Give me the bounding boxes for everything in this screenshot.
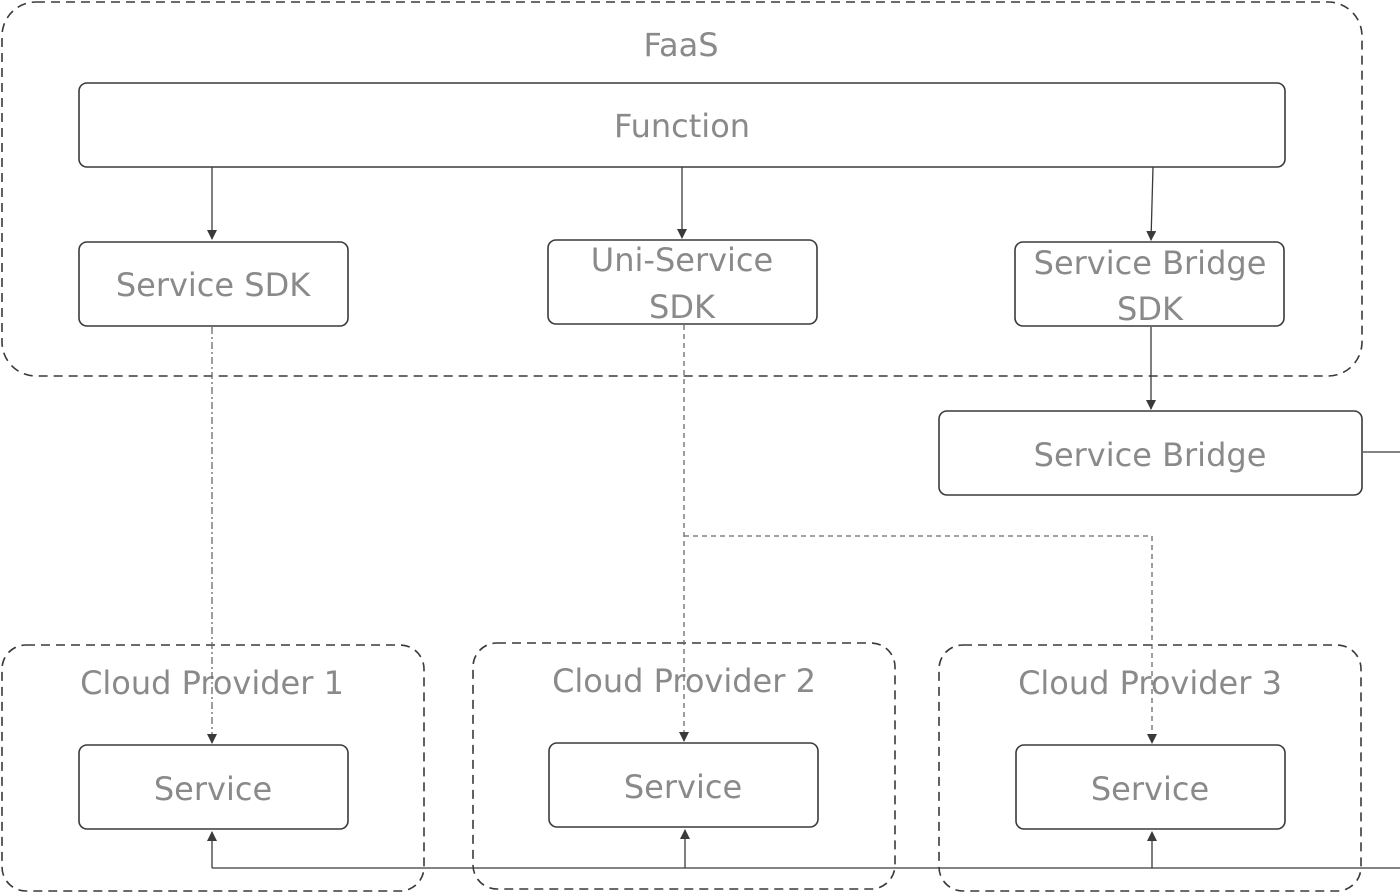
- service-sdk-node: Service SDK: [78, 241, 349, 327]
- faas-group-frame: [1, 1, 1363, 377]
- cloud-provider-3-group: Cloud Provider 3: [938, 644, 1362, 892]
- service-bridge-sdk-label-line1: Service Bridge: [1034, 244, 1267, 282]
- uni-service-sdk-box: [547, 239, 818, 325]
- function-node: Function: [78, 82, 1286, 168]
- service-1-node: Service: [78, 744, 349, 830]
- service-bridge-sdk-label-line2: SDK: [1117, 290, 1184, 328]
- service-2-box: [548, 742, 819, 828]
- service-1-label: Service: [154, 770, 272, 808]
- service-bridge-sdk-node: Service Bridge SDK: [1014, 241, 1285, 328]
- service-bridge-box: [938, 410, 1363, 496]
- cloud-provider-3-label: Cloud Provider 3: [1018, 664, 1282, 702]
- function-label: Function: [614, 107, 750, 145]
- service-3-label: Service: [1091, 770, 1209, 808]
- service-bridge-node: Service Bridge: [938, 410, 1363, 496]
- service-sdk-box: [78, 241, 349, 327]
- service-3-node: Service: [1015, 744, 1286, 830]
- service-2-node: Service: [548, 742, 819, 828]
- service-bridge-sdk-box: [1014, 241, 1285, 327]
- faas-group-label: FaaS: [644, 26, 719, 64]
- service-1-box: [78, 744, 349, 830]
- function-box: [78, 82, 1286, 168]
- faas-group: FaaS: [1, 1, 1363, 377]
- service-2-label: Service: [624, 768, 742, 806]
- uni-service-sdk-label-line1: Uni-Service: [591, 241, 773, 279]
- service-sdk-label: Service SDK: [116, 266, 311, 304]
- edge-uni-sdk-to-service-3: [684, 535, 1157, 744]
- cloud-provider-3-frame: [938, 644, 1362, 892]
- uni-service-sdk-node: Uni-Service SDK: [547, 239, 818, 326]
- edge-function-to-bridge-sdk: [1146, 166, 1157, 241]
- uni-service-sdk-label-line2: SDK: [649, 288, 716, 326]
- cloud-provider-1-frame: [1, 644, 425, 892]
- service-bridge-label: Service Bridge: [1034, 436, 1267, 474]
- service-3-box: [1015, 744, 1286, 830]
